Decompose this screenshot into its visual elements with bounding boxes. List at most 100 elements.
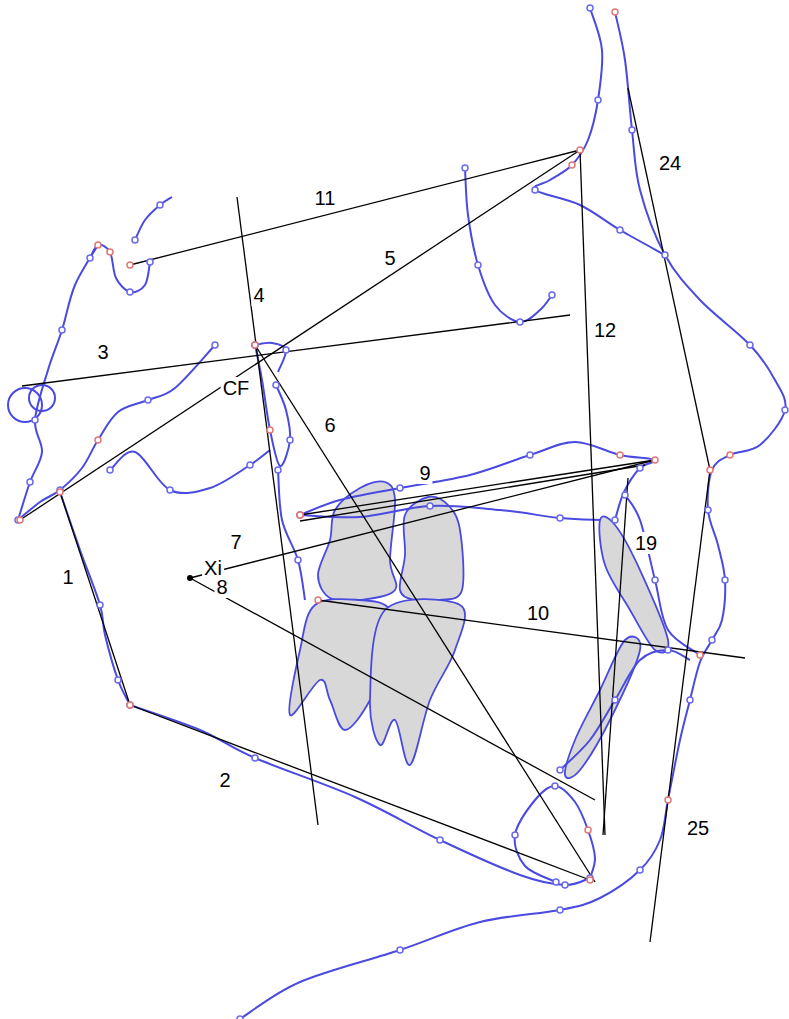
landmark-dot xyxy=(662,252,668,258)
reference-line xyxy=(22,315,570,386)
reference-line xyxy=(20,150,580,520)
landmark-dot xyxy=(622,492,628,498)
landmark-dot xyxy=(527,452,533,458)
landmark-dot xyxy=(107,467,113,473)
landmark-dot xyxy=(252,342,258,348)
landmark-dot xyxy=(637,465,643,471)
landmark-dot xyxy=(437,837,443,843)
tooth-outline xyxy=(318,481,396,601)
anatomical-outline xyxy=(534,8,665,255)
reference-lines xyxy=(20,88,745,942)
landmark-dot xyxy=(617,452,623,458)
ear-rod xyxy=(29,385,55,411)
callout-number: 5 xyxy=(382,247,397,269)
landmark-dot xyxy=(552,783,558,789)
tooth-outline xyxy=(400,497,464,602)
teeth xyxy=(289,481,668,778)
callout-number: 3 xyxy=(95,341,110,363)
landmark-dot xyxy=(275,467,281,473)
landmark-dot xyxy=(665,797,671,803)
callout-number: 10 xyxy=(525,602,551,624)
landmark-dot xyxy=(97,602,103,608)
landmark-dot xyxy=(687,697,693,703)
landmark-dot xyxy=(267,427,273,433)
anatomical-outline xyxy=(255,345,290,466)
callout-number: 7 xyxy=(228,531,243,553)
landmark-dot xyxy=(167,487,173,493)
landmark-dot xyxy=(637,867,643,873)
callout-number: 8 xyxy=(214,576,229,598)
landmark-dot xyxy=(397,947,403,953)
landmark-dot xyxy=(95,437,101,443)
landmark-dot xyxy=(127,289,133,295)
callout-number: CF xyxy=(221,377,252,399)
landmark-dot xyxy=(727,452,733,458)
tooth-outline xyxy=(599,516,668,652)
landmark-dot xyxy=(665,647,671,653)
anatomical-outline xyxy=(110,450,270,493)
landmark-dot xyxy=(297,512,303,518)
anatomical-outline xyxy=(135,197,172,240)
landmark-dot xyxy=(397,485,403,491)
landmark-dot xyxy=(27,479,33,485)
landmark-dot xyxy=(247,462,253,468)
landmark-dot xyxy=(95,242,101,248)
tooth-outline xyxy=(370,599,465,765)
landmark-dot xyxy=(157,202,163,208)
ear-rod xyxy=(8,388,42,422)
anatomical-outline xyxy=(465,168,552,322)
landmark-dot xyxy=(747,342,753,348)
landmark-dot xyxy=(147,259,153,265)
anatomical-outline xyxy=(300,442,656,520)
landmark-dot xyxy=(709,637,715,643)
callout-number: 11 xyxy=(313,187,338,209)
landmark-dot xyxy=(145,397,151,403)
landmark-dot xyxy=(475,262,481,268)
landmark-dot xyxy=(17,517,23,523)
callout-number: 6 xyxy=(322,414,337,436)
landmark-dot xyxy=(252,755,258,761)
landmark-dot xyxy=(557,907,563,913)
reference-line xyxy=(318,600,745,658)
landmark-dot xyxy=(127,702,133,708)
landmark-dot xyxy=(87,255,93,261)
anatomical-outline xyxy=(18,245,98,520)
landmark-dot xyxy=(587,5,593,11)
reference-line xyxy=(300,460,655,515)
landmark-dot xyxy=(315,597,321,603)
landmark-dot xyxy=(595,97,601,103)
xi-point xyxy=(187,575,193,581)
landmark-dot xyxy=(553,879,559,885)
landmark-dot xyxy=(115,677,121,683)
reference-line xyxy=(60,492,130,705)
anatomical-outline xyxy=(240,12,786,1019)
landmark-dot xyxy=(252,342,258,348)
landmark-dot xyxy=(57,489,63,495)
landmark-dot xyxy=(273,382,279,388)
landmark-dot xyxy=(127,702,133,708)
landmark-dot xyxy=(577,147,583,153)
landmark-dot xyxy=(283,347,289,353)
anatomical-outline xyxy=(90,245,150,292)
landmark-dot xyxy=(59,327,65,333)
callout-number: 12 xyxy=(592,319,618,341)
landmark-dot xyxy=(612,517,618,523)
landmark-dot xyxy=(549,292,555,298)
anatomical-outline xyxy=(60,492,130,705)
landmark-dot xyxy=(532,187,538,193)
reference-line xyxy=(300,465,645,521)
landmark-dot xyxy=(32,417,38,423)
landmark-dot xyxy=(297,512,303,518)
anatomical-outline xyxy=(515,786,595,882)
landmark-dot xyxy=(462,165,468,171)
anatomical-outline xyxy=(130,705,590,885)
landmark-dot xyxy=(127,262,133,268)
reference-line xyxy=(255,345,595,882)
landmark-dot xyxy=(585,827,591,833)
landmark-points xyxy=(15,5,788,1019)
landmark-dot xyxy=(132,237,138,243)
callout-number: 2 xyxy=(217,769,232,791)
landmark-dot xyxy=(287,437,293,443)
callout-number: 1 xyxy=(60,566,75,588)
reference-line xyxy=(130,705,590,880)
